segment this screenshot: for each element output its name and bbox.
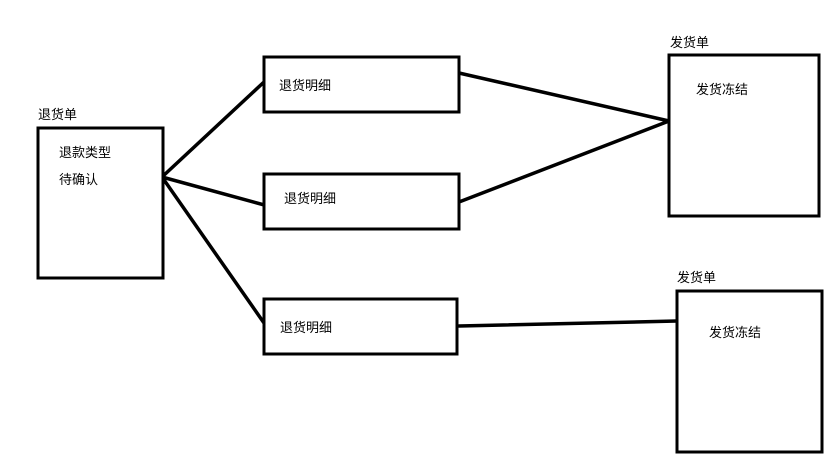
return-detail-label-2: 退货明细	[284, 191, 336, 207]
return-order-box	[36, 126, 165, 280]
shipping-order-title-2: 发货单	[677, 270, 716, 286]
shipping-order-title-1: 发货单	[670, 35, 709, 51]
connectors	[160, 71, 679, 328]
return-order-refund-type: 退款类型	[59, 146, 111, 161]
return-detail-label-3: 退货明细	[280, 320, 332, 336]
return-detail-node-2: 退货明细	[262, 172, 461, 231]
return-order-node: 退货单 退款类型 待确认	[36, 107, 165, 280]
edge-detail-2-to-shipping-1	[457, 119, 671, 204]
shipping-order-box-1	[667, 53, 821, 218]
edge-detail-3-to-shipping-2	[457, 319, 679, 328]
shipping-order-status-1: 发货冻结	[696, 82, 748, 98]
return-detail-box-1	[262, 55, 461, 114]
return-detail-node-3: 退货明细	[262, 297, 459, 356]
edge-return-to-detail-3	[160, 175, 266, 325]
return-detail-node-1: 退货明细	[262, 55, 461, 114]
return-order-title: 退货单	[38, 107, 77, 123]
edge-detail-1-to-shipping-1	[457, 71, 671, 123]
return-detail-label-1: 退货明细	[279, 78, 331, 94]
return-detail-box-2	[262, 172, 461, 231]
shipping-order-status-2: 发货冻结	[709, 325, 761, 341]
return-detail-box-3	[262, 297, 459, 356]
shipping-order-node-1: 发货单 发货冻结	[667, 35, 821, 218]
edge-return-to-detail-2	[160, 175, 270, 208]
shipping-order-box-2	[675, 289, 824, 454]
shipping-order-node-2: 发货单 发货冻结	[675, 270, 824, 454]
edge-return-to-detail-1	[160, 80, 266, 179]
return-order-status: 待确认	[59, 173, 98, 188]
